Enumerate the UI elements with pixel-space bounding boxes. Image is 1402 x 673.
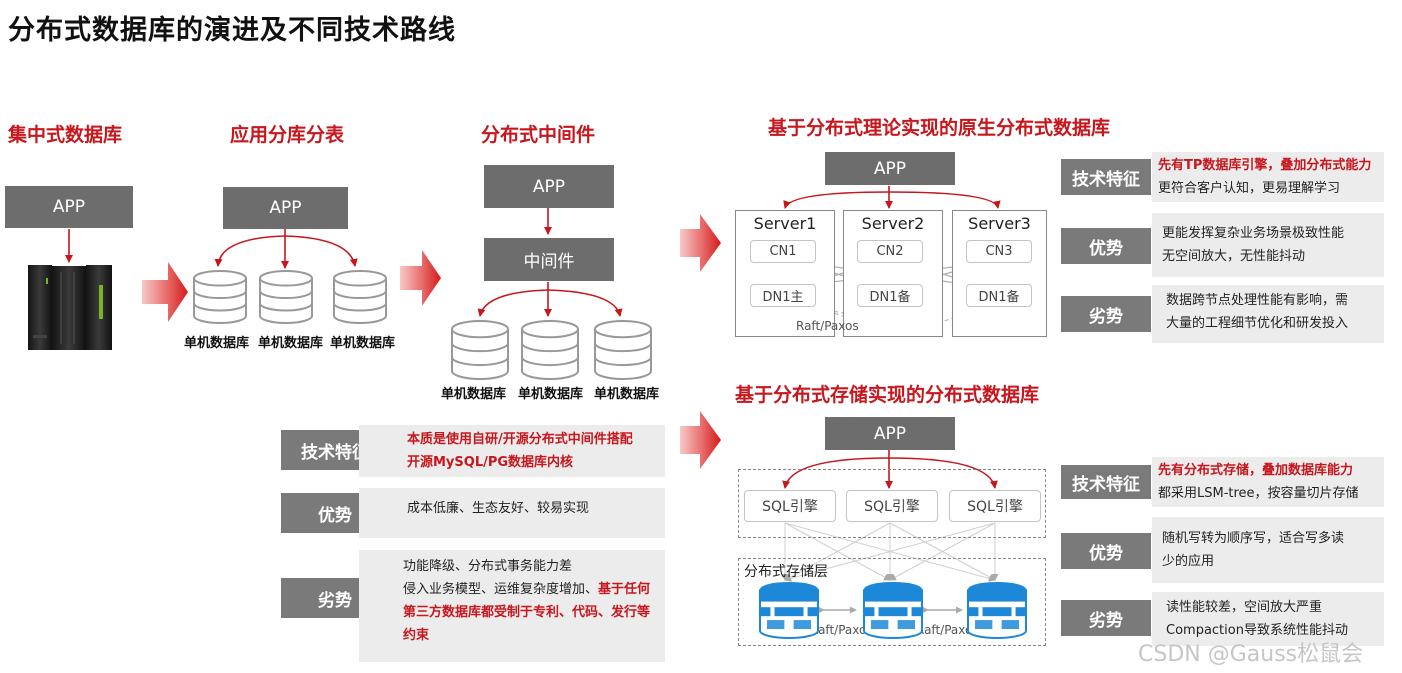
storage-advantage-line: 随机写转为顺序写，适合写多读 — [1162, 531, 1345, 546]
dn-box: DN1备 — [857, 284, 923, 307]
progress-arrow-4 — [680, 411, 721, 469]
raft-label: Raft/Paxos — [916, 623, 979, 637]
dn-box: DN1备 — [966, 284, 1032, 307]
native-desc-advantage: 更能发挥复杂业务场景极致性能 无空间放大，无性能抖动 — [1152, 213, 1384, 277]
raft-label: Raft/Paxos — [796, 319, 859, 333]
centralized-title: 集中式数据库 — [8, 124, 123, 146]
middleware-db-label: 单机数据库 — [441, 387, 507, 402]
server-name: Server3 — [968, 214, 1031, 233]
mw-features-line: 本质是使用自研/开源分布式中间件搭配 — [407, 432, 633, 447]
server-name: Server1 — [753, 214, 817, 233]
progress-arrow-3 — [680, 214, 721, 272]
server-node: Server1 — [735, 210, 835, 337]
native-disadvantage-line: 数据跨节点处理性能有影响，需 — [1166, 293, 1349, 308]
database-icon — [450, 319, 510, 385]
storage-app-box: APP — [825, 417, 955, 450]
storage-disadvantage-line: 读性能较差，空间放大严重 — [1166, 600, 1323, 615]
native-tag-advantage: 优势 — [1061, 228, 1151, 264]
storage-desc-features: 先有分布式存储，叠加数据库能力 都采用LSM-tree，按容量切片存储 — [1152, 457, 1384, 507]
database-icon — [192, 269, 248, 329]
native-app-box: APP — [825, 152, 955, 185]
mw-desc-disadvantage: 功能降级、分布式事务能力差 侵入业务模型、运维复杂度增加、基于任何 第三方数据库… — [359, 550, 665, 662]
server-node: Server2 — [843, 210, 943, 337]
storage-node-icon — [862, 580, 924, 644]
native-title: 基于分布式理论实现的原生分布式数据库 — [768, 117, 1111, 139]
database-icon — [520, 319, 580, 385]
storage-layer-label: 分布式存储层 — [744, 564, 828, 580]
mw-features-line: 开源MySQL/PG数据库内核 — [407, 455, 574, 470]
storage-node-icon — [758, 580, 820, 644]
server-name: Server2 — [861, 214, 925, 233]
sql-engine-box: SQL引擎 — [846, 490, 938, 522]
storage-advantage-line: 少的应用 — [1162, 554, 1215, 569]
sql-engine-box: SQL引擎 — [949, 490, 1041, 522]
storage-features-line: 先有分布式存储，叠加数据库能力 — [1158, 463, 1354, 478]
middleware-box: 中间件 — [484, 238, 614, 281]
native-tag-disadvantage: 劣势 — [1061, 296, 1151, 332]
cn-box: CN2 — [857, 240, 923, 263]
native-advantage-line: 更能发挥复杂业务场景极致性能 — [1162, 226, 1345, 241]
page-title: 分布式数据库的演进及不同技术路线 — [8, 15, 456, 46]
database-icon — [332, 269, 388, 329]
native-tag-features: 技术特征 — [1061, 159, 1151, 195]
mw-disadvantage-line: 功能降级、分布式事务能力差 — [403, 559, 573, 574]
mw-disadvantage-line: 第三方数据库都受制于专利、代码、发行等 — [403, 605, 651, 620]
mw-advantage-line: 成本低廉、生态友好、较易实现 — [407, 501, 590, 516]
storage-title: 基于分布式存储实现的分布式数据库 — [735, 384, 1040, 406]
mw-desc-features: 本质是使用自研/开源分布式中间件搭配 开源MySQL/PG数据库内核 — [359, 425, 665, 477]
cn-box: CN3 — [966, 240, 1032, 263]
native-desc-disadvantage: 数据跨节点处理性能有影响，需 大量的工程细节优化和研发投入 — [1152, 285, 1384, 343]
sharding-db-label: 单机数据库 — [330, 336, 396, 351]
native-features-line: 更符合客户认知，更易理解学习 — [1158, 181, 1341, 196]
storage-features-line: 都采用LSM-tree，按容量切片存储 — [1158, 486, 1359, 501]
middleware-db-label: 单机数据库 — [594, 387, 660, 402]
sharding-app-box: APP — [223, 187, 348, 229]
watermark: CSDN @Gauss松鼠会 — [1138, 642, 1364, 667]
sharding-db-label: 单机数据库 — [258, 336, 324, 351]
storage-disadvantage-line: Compaction导致系统性能抖动 — [1166, 623, 1348, 638]
native-features-line: 先有TP数据库引擎，叠加分布式能力 — [1158, 158, 1372, 173]
server-rack-icon — [28, 265, 112, 350]
mw-disadvantage-line: 约束 — [403, 628, 430, 643]
mw-disadvantage-line: 侵入业务模型、运维复杂度增加、基于任何 — [403, 582, 651, 597]
storage-layer-frame — [738, 558, 1046, 646]
raft-label: Raft/Paxos — [810, 623, 873, 637]
native-desc-features: 先有TP数据库引擎，叠加分布式能力 更符合客户认知，更易理解学习 — [1152, 152, 1384, 202]
storage-node-icon — [966, 580, 1028, 644]
sql-engine-box: SQL引擎 — [744, 490, 836, 522]
centralized-app-box: APP — [5, 186, 133, 228]
sharding-title: 应用分库分表 — [230, 124, 345, 146]
sql-layer-frame — [738, 469, 1046, 538]
storage-desc-disadvantage: 读性能较差，空间放大严重 Compaction导致系统性能抖动 — [1152, 592, 1384, 646]
storage-tag-advantage: 优势 — [1061, 533, 1151, 569]
cn-box: CN1 — [750, 240, 816, 263]
native-advantage-line: 无空间放大，无性能抖动 — [1162, 249, 1306, 264]
server-node: Server3 — [952, 210, 1047, 337]
database-icon — [593, 319, 653, 385]
database-icon — [258, 269, 314, 329]
middleware-app-box: APP — [484, 165, 614, 208]
mw-desc-advantage: 成本低廉、生态友好、较易实现 — [359, 488, 665, 538]
middleware-db-label: 单机数据库 — [518, 387, 584, 402]
dn-box: DN1主 — [750, 284, 816, 307]
sharding-db-label: 单机数据库 — [184, 336, 250, 351]
progress-arrow-2 — [400, 250, 441, 306]
storage-tag-features: 技术特征 — [1061, 465, 1151, 499]
storage-desc-advantage: 随机写转为顺序写，适合写多读 少的应用 — [1152, 517, 1384, 583]
progress-arrow-1 — [142, 262, 188, 322]
native-disadvantage-line: 大量的工程细节优化和研发投入 — [1166, 316, 1349, 331]
middleware-title: 分布式中间件 — [481, 124, 596, 146]
storage-tag-disadvantage: 劣势 — [1061, 600, 1151, 636]
